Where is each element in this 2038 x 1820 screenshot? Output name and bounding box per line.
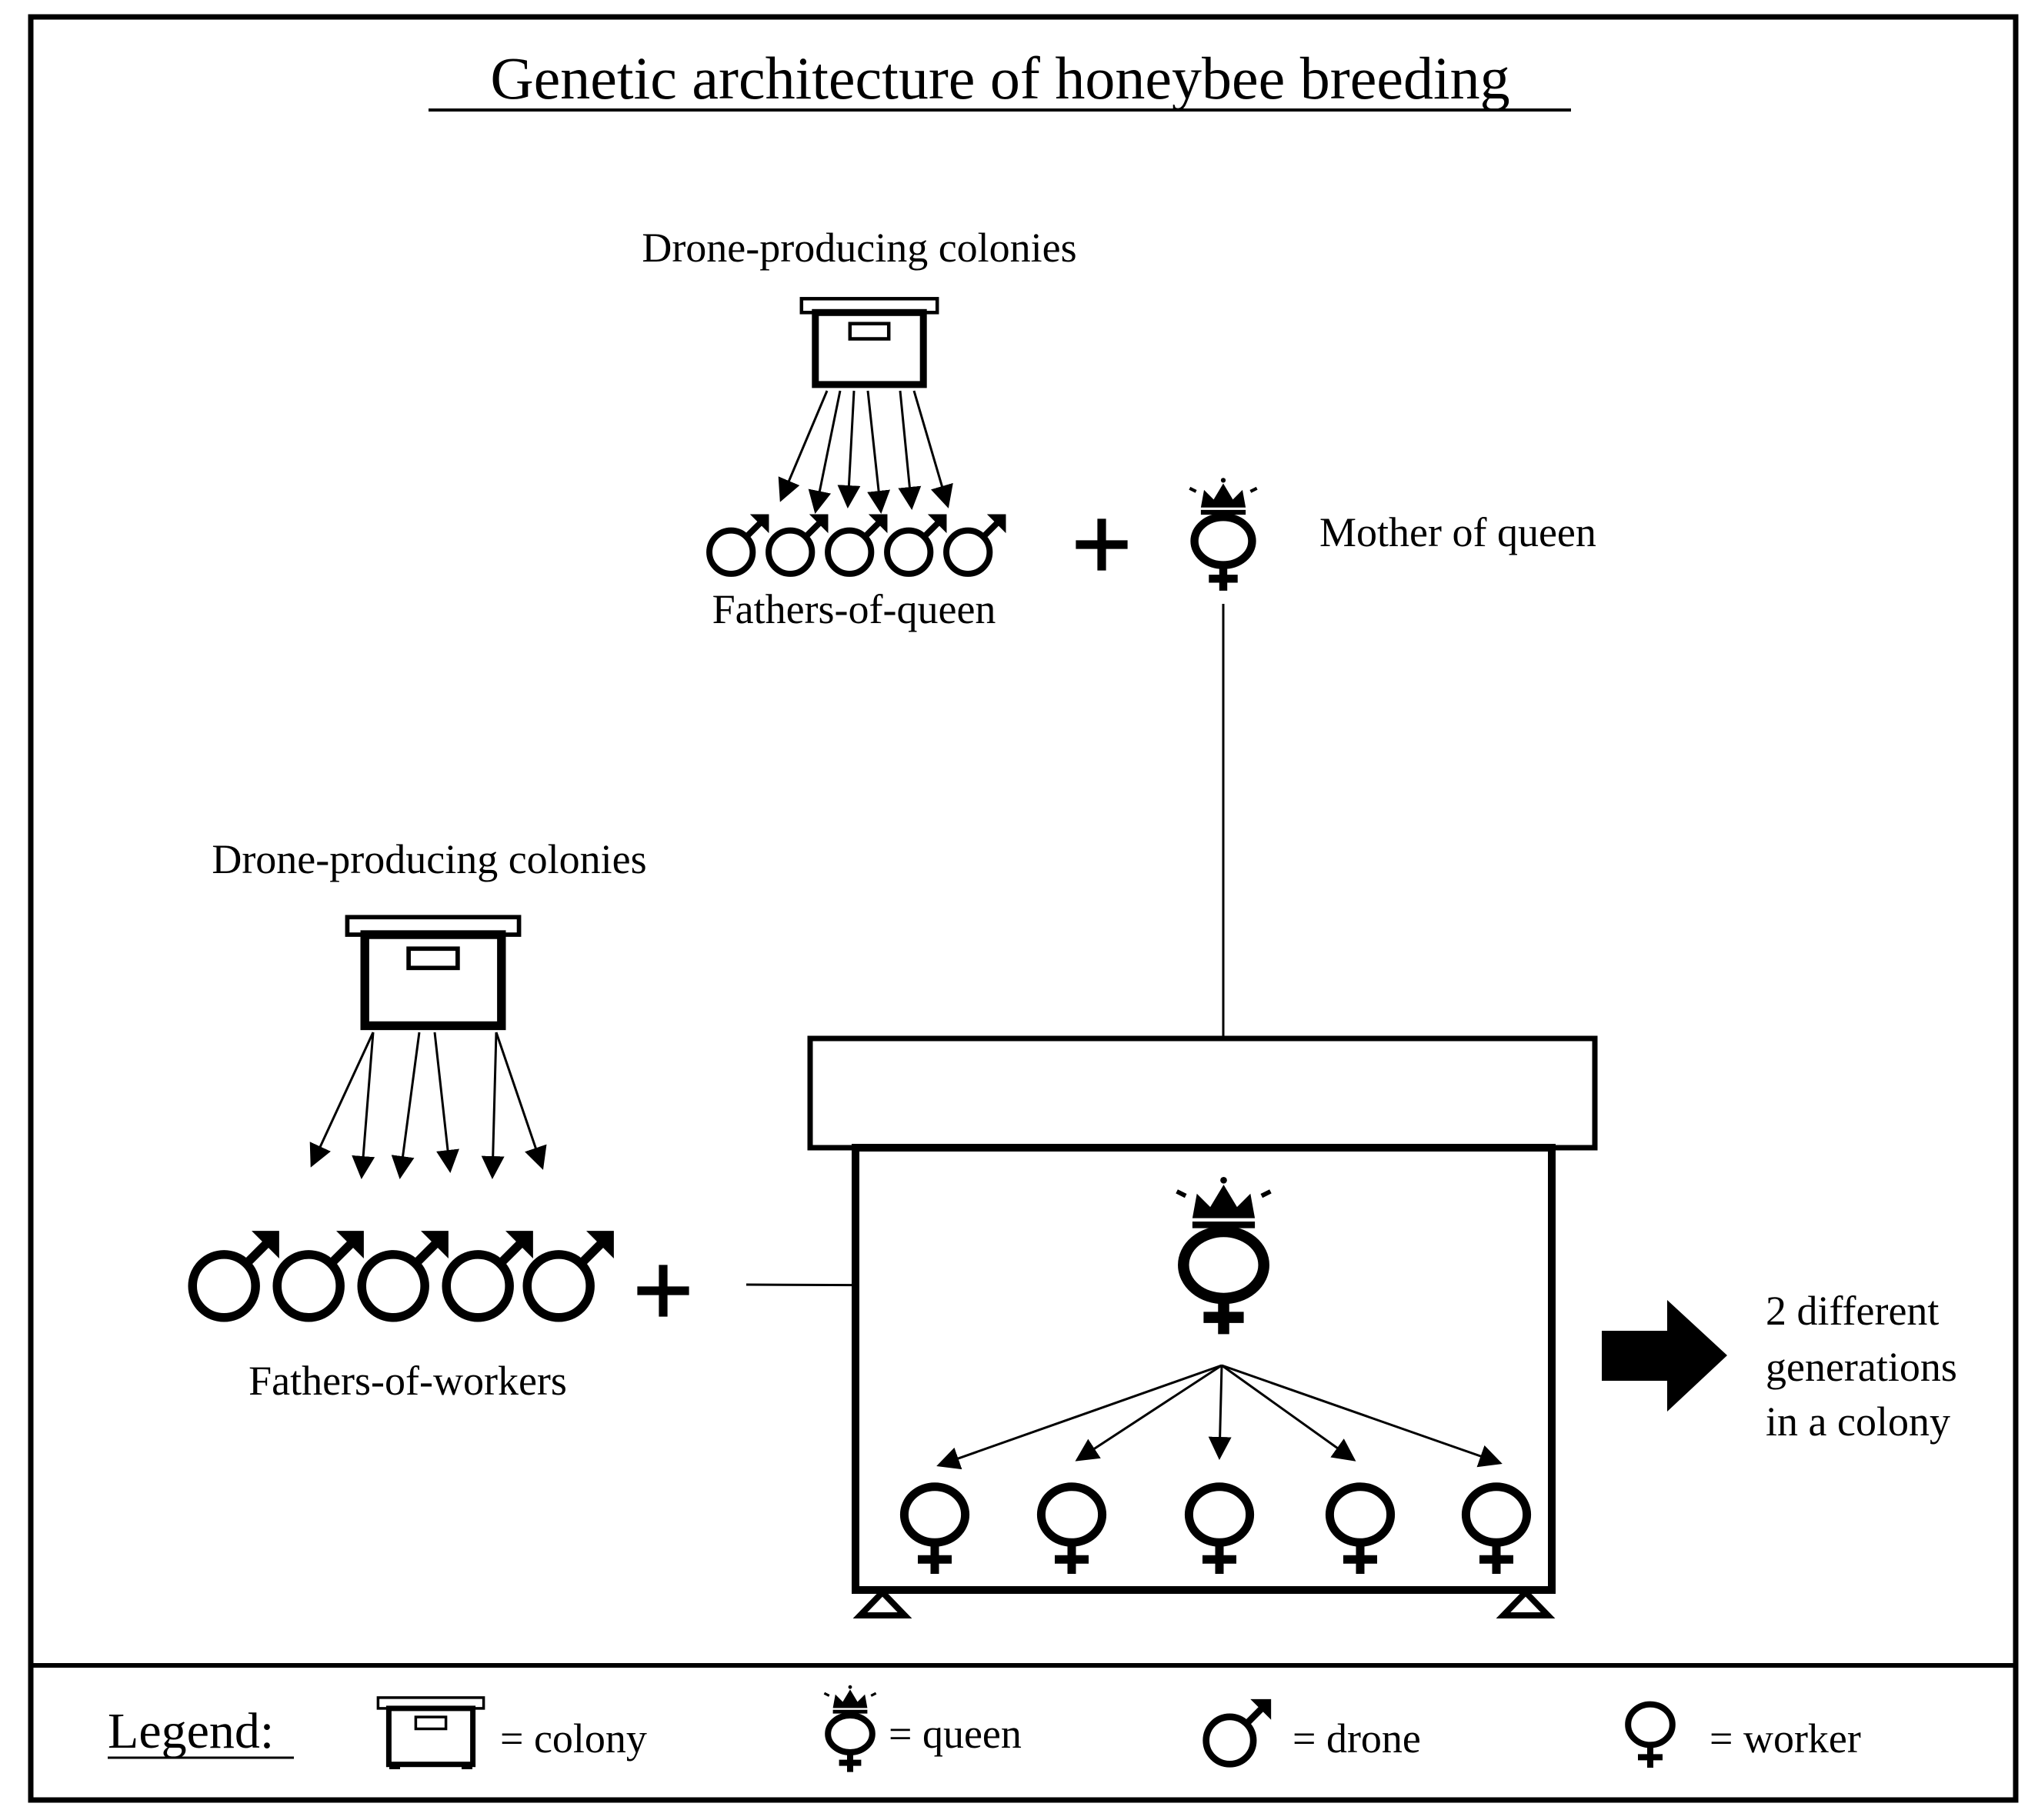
main-colony-foot-right <box>1496 1588 1556 1618</box>
legend-drone-icon <box>1206 1699 1271 1764</box>
left-colonies-label: Drone-producing colonies <box>212 836 646 882</box>
main-colony-foot-left <box>852 1588 912 1618</box>
plus-icon <box>637 1265 689 1316</box>
legend-drone-label: = drone <box>1293 1715 1421 1762</box>
legend: Legend: = colony = queen = drone = worke… <box>108 1685 1861 1772</box>
main-colony-body <box>852 1144 1556 1594</box>
top-colonies-label: Drone-producing colonies <box>642 225 1076 271</box>
drone-icon <box>887 515 946 574</box>
legend-colony-icon <box>378 1698 483 1765</box>
outcome-line-2: generations <box>1766 1344 1957 1390</box>
drone-icon <box>709 515 769 574</box>
plus-icon <box>1076 518 1127 570</box>
legend-colony-foot <box>462 1763 472 1769</box>
main-colony <box>807 1035 1598 1618</box>
fathers-of-workers-label: Fathers-of-workers <box>248 1358 567 1404</box>
top-colony-hive-icon <box>802 298 937 385</box>
queen-to-workers-arrows <box>936 1364 1503 1470</box>
legend-heading: Legend: <box>108 1703 274 1759</box>
drone-icon <box>527 1231 614 1318</box>
main-colony-lid <box>807 1035 1598 1151</box>
drone-icon <box>446 1231 533 1318</box>
fathers-of-queen-label: Fathers-of-queen <box>712 586 996 632</box>
top-colony-arrows <box>778 390 953 514</box>
outer-frame <box>28 14 2019 1803</box>
drone-icon <box>828 515 887 574</box>
diagram-title: Genetic architecture of honeybee breedin… <box>490 45 1509 112</box>
mother-queen-icon <box>1189 478 1256 591</box>
mother-of-queen-label: Mother of queen <box>1319 509 1596 555</box>
legend-colony-label: = colony <box>500 1715 647 1762</box>
drone-icon <box>277 1231 364 1318</box>
fathers-of-queen-drones <box>709 515 1006 574</box>
legend-worker-label: = worker <box>1709 1715 1861 1762</box>
legend-colony-foot <box>389 1763 400 1769</box>
fathers-of-workers-drones <box>192 1231 614 1318</box>
left-colony-arrows <box>309 1032 547 1179</box>
outcome-arrow-icon <box>1602 1300 1727 1412</box>
drone-icon <box>362 1231 449 1318</box>
legend-queen-icon <box>824 1685 876 1772</box>
drone-icon <box>946 515 1006 574</box>
legend-queen-label: = queen <box>889 1711 1022 1757</box>
outcome-line-1: 2 different <box>1766 1288 1939 1334</box>
drone-icon <box>769 515 828 574</box>
drone-icon <box>192 1231 279 1318</box>
outcome-line-3: in a colony <box>1766 1398 1950 1445</box>
left-colony-hive-icon <box>347 917 519 1025</box>
legend-worker-icon <box>1628 1705 1673 1768</box>
